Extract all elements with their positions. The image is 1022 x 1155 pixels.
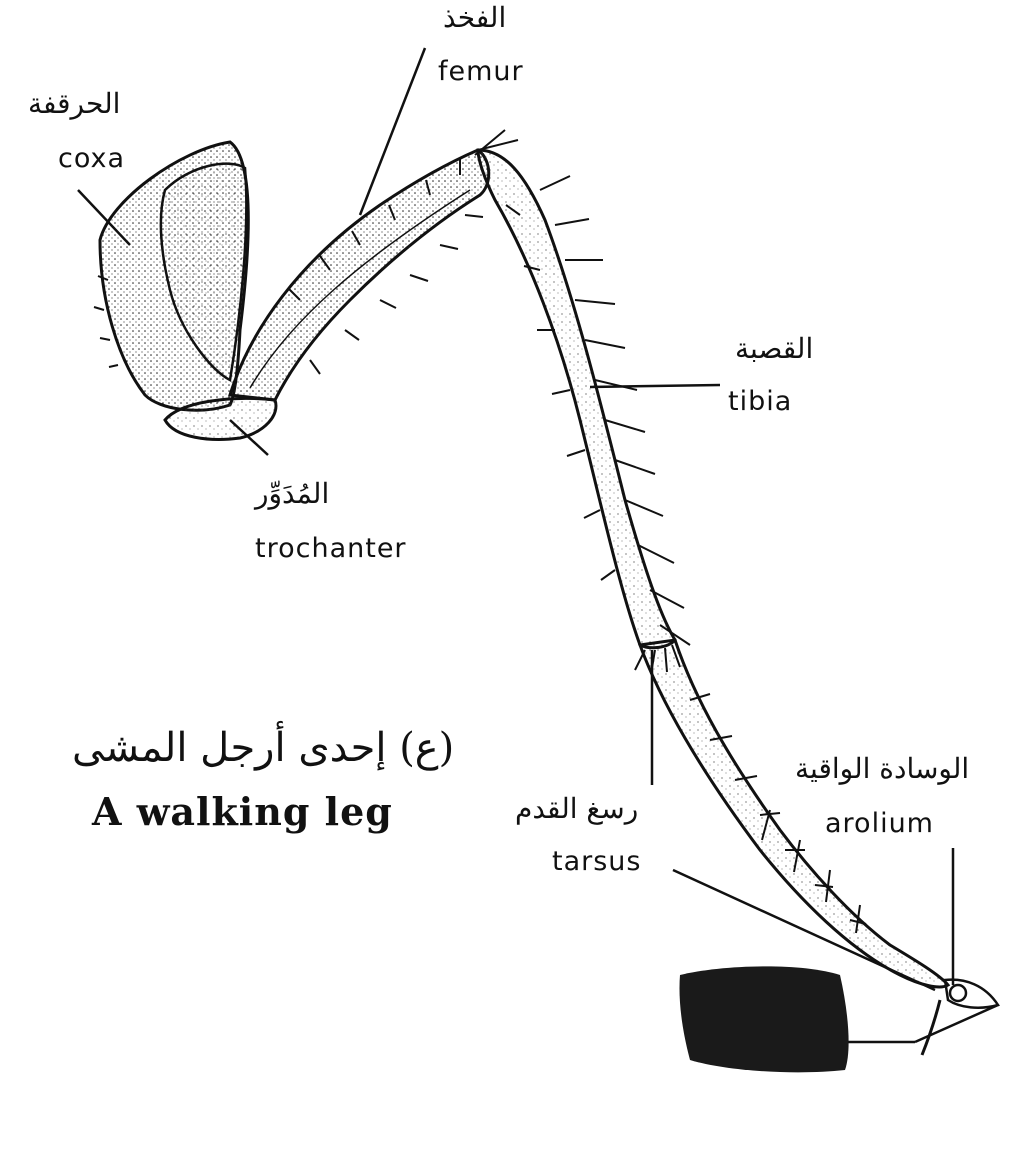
tibia-segment [476,148,691,650]
coxa-segment [93,140,250,412]
femur-segment [228,129,519,402]
femur-label-arabic: الفخذ [443,1,507,34]
arolium-label-english: arolium [825,808,934,839]
femur-label-english: femur [438,56,524,87]
redaction-block [679,966,849,1073]
trochanter-leader-line [229,419,269,456]
caption-arabic: (ع) إحدى أرجل المشى [72,725,455,771]
trochanter-label-arabic: المُدَوِّر [255,477,330,510]
tarsus-label-arabic: رسغ القدم [515,792,639,825]
claws-pointer-line-a [914,1003,999,1044]
trochanter-label-english: trochanter [255,533,407,564]
arolium-label-arabic: الوسادة الواقية [795,752,970,785]
claw-and-arolium [920,978,1000,1056]
tibia-label-english: tibia [728,386,793,417]
tibia-label-arabic: القصبة [735,332,814,365]
leader-lines [77,47,999,1044]
tarsus-label-english: tarsus [552,846,642,877]
trochanter-segment [163,396,278,441]
coxa-label-arabic: الحرقفة [28,87,121,120]
claw-leader-line [672,868,936,992]
coxa-leader-line [77,189,131,246]
femur-leader-line [358,47,427,216]
tibia-leader-line [589,383,721,389]
coxa-label-english: coxa [58,143,126,174]
caption-english: A walking leg [92,789,393,834]
